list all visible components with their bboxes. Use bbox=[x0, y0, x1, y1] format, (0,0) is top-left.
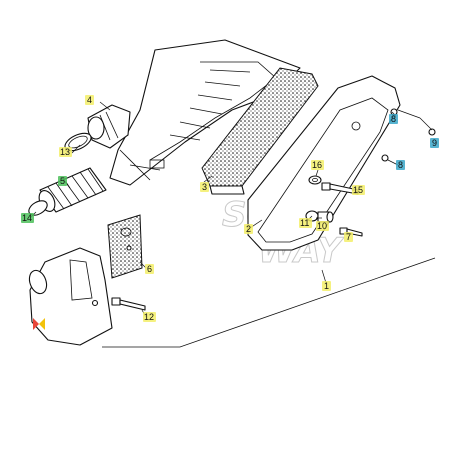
intake-elbow bbox=[28, 247, 113, 346]
callout-4[interactable]: 4 bbox=[85, 95, 94, 105]
callout-13-label: 13 bbox=[60, 147, 70, 157]
callout-8[interactable]: 8 bbox=[389, 114, 398, 124]
callout-8-label: 8 bbox=[391, 114, 396, 124]
intake-trumpet bbox=[87, 104, 131, 149]
spacer-nut bbox=[308, 175, 322, 185]
callout-5[interactable]: 5 bbox=[58, 176, 67, 186]
callout-14[interactable]: 14 bbox=[21, 213, 34, 223]
callout-4-label: 4 bbox=[87, 95, 92, 105]
callout-10-label: 10 bbox=[317, 221, 327, 231]
assembly-bracket-line bbox=[102, 257, 436, 348]
callout-8-lower[interactable]: 8 bbox=[396, 160, 405, 170]
callout-1-label: 1 bbox=[324, 281, 329, 291]
callout-3[interactable]: 3 bbox=[200, 182, 209, 192]
callout-15-label: 15 bbox=[353, 185, 363, 195]
callout-labels: 4 13 5 14 3 2 6 12 bbox=[21, 95, 439, 322]
callout-13[interactable]: 13 bbox=[59, 147, 72, 157]
callout-9-top[interactable]: 9 bbox=[430, 138, 439, 148]
callout-11-label: 11 bbox=[300, 218, 309, 228]
callout-2-label: 2 bbox=[246, 224, 251, 234]
callout-3-label: 3 bbox=[202, 182, 207, 192]
reference-marker-icon bbox=[33, 318, 45, 330]
callout-1[interactable]: 1 bbox=[322, 281, 331, 291]
callout-12-label: 12 bbox=[144, 312, 154, 322]
callout-12[interactable]: 12 bbox=[143, 312, 156, 322]
callout-7[interactable]: 7 bbox=[344, 232, 353, 242]
callout-5-label: 5 bbox=[60, 176, 65, 186]
callout-14-label: 14 bbox=[22, 213, 32, 223]
callout-7-label: 7 bbox=[346, 232, 351, 242]
callout-2[interactable]: 2 bbox=[244, 224, 253, 234]
bolt-short bbox=[339, 227, 363, 237]
callout-10[interactable]: 10 bbox=[316, 221, 329, 231]
callout-9-label: 9 bbox=[432, 138, 437, 148]
foam-filter-element bbox=[201, 67, 319, 195]
callout-15[interactable]: 15 bbox=[352, 185, 365, 195]
callout-8-lower-label: 8 bbox=[398, 160, 403, 170]
callout-16[interactable]: 16 bbox=[311, 160, 324, 170]
intake-hose bbox=[38, 167, 107, 213]
callout-16-label: 16 bbox=[312, 160, 322, 170]
bolt-elbow bbox=[111, 297, 146, 311]
callout-11[interactable]: 11 bbox=[299, 218, 312, 228]
callout-6[interactable]: 6 bbox=[145, 264, 154, 274]
filter-box-housing bbox=[109, 39, 301, 186]
foam-pad bbox=[107, 214, 143, 279]
callout-6-label: 6 bbox=[147, 264, 152, 274]
